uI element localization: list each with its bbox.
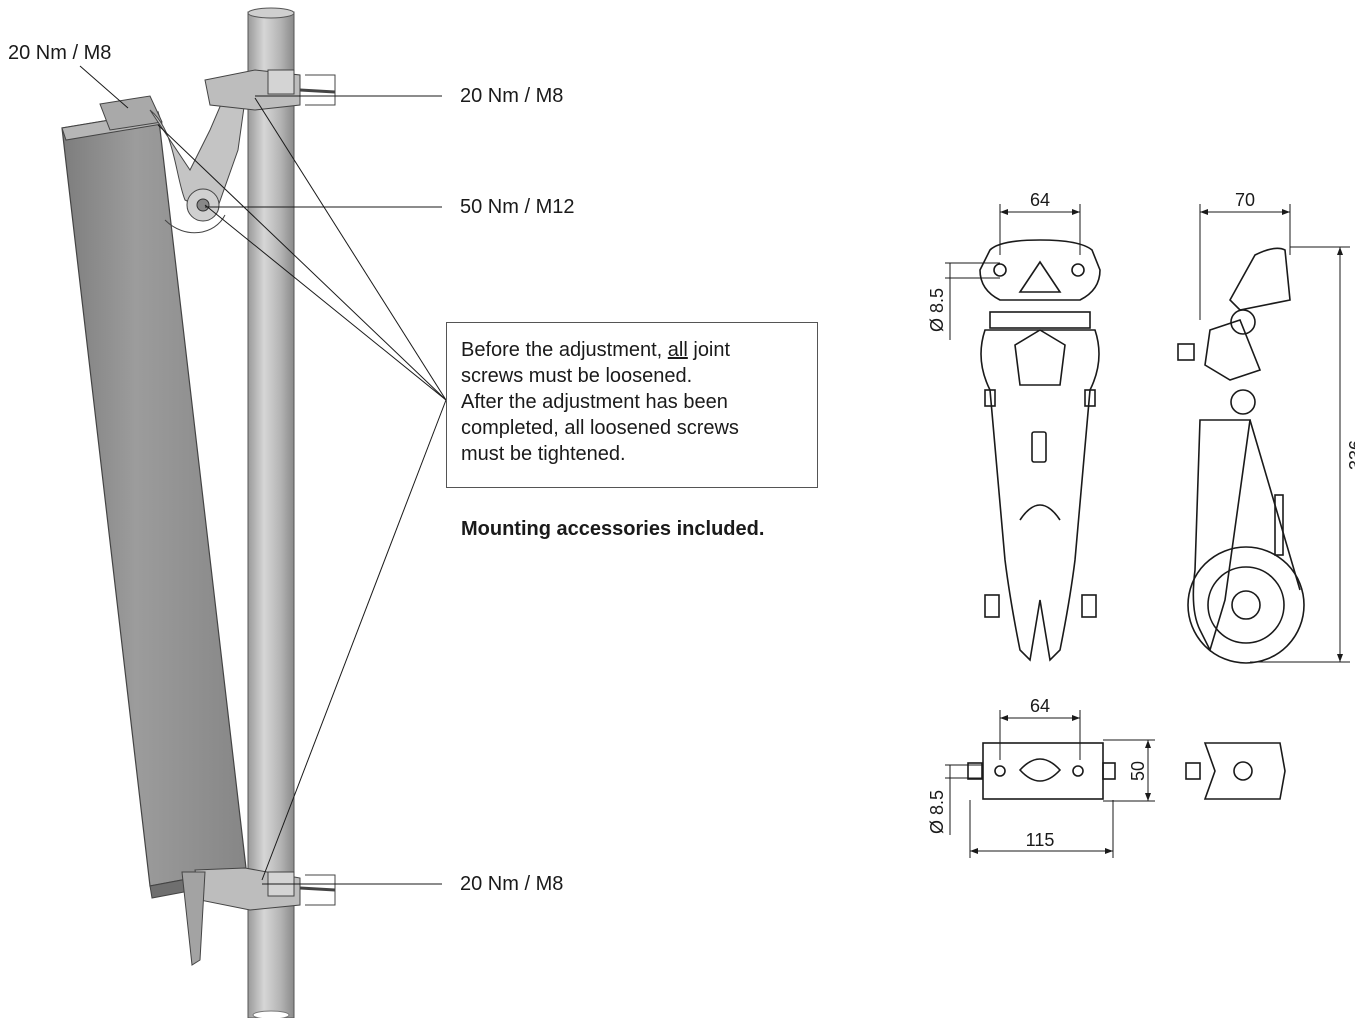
note-line-1-end: joint (687, 339, 731, 361)
dim-hole-top: Ø 8.5 (927, 288, 947, 332)
front-view-drawing (979, 239, 1101, 662)
accessories-note: Mounting accessories included. (461, 518, 765, 540)
note-line-1-start: Before the adjustment, (461, 339, 668, 361)
torque-label-lower-clamp: 20 Nm / M8 (460, 873, 564, 895)
leader-lines (79, 65, 447, 885)
dimension-lines (945, 204, 1350, 858)
dim-bottom-width: 64 (1030, 696, 1050, 716)
note-line-1: Before the adjustment, all joint (461, 337, 803, 363)
torque-label-top-left: 20 Nm / M8 (8, 42, 112, 64)
dim-side-width: 70 (1235, 190, 1255, 210)
adjustment-note-box: Before the adjustment, all joint screws … (446, 322, 818, 488)
bottom-view-drawing (967, 742, 1286, 800)
dim-bottom-depth: 50 (1128, 761, 1148, 781)
note-underlined-word: all (667, 339, 688, 361)
note-line-2: screws must be loosened. (461, 365, 693, 387)
dim-bottom-length: 115 (1026, 830, 1055, 850)
note-line-5: must be tightened. (461, 443, 626, 465)
dim-front-width: 64 (1030, 190, 1050, 210)
dim-bottom-hole: Ø 8.5 (927, 790, 947, 834)
speaker-column (61, 111, 249, 899)
torque-label-pivot: 50 Nm / M12 (460, 196, 575, 218)
pole (247, 7, 295, 1018)
side-view-drawing (1177, 247, 1305, 664)
note-line-4: completed, all loosened screws (461, 417, 739, 439)
torque-label-upper-clamp: 20 Nm / M8 (460, 85, 564, 107)
note-line-3: After the adjustment has been (461, 391, 728, 413)
dim-height: 336 (1346, 440, 1355, 470)
top-bracket (99, 69, 336, 234)
dimension-arrowheads (970, 209, 1343, 854)
